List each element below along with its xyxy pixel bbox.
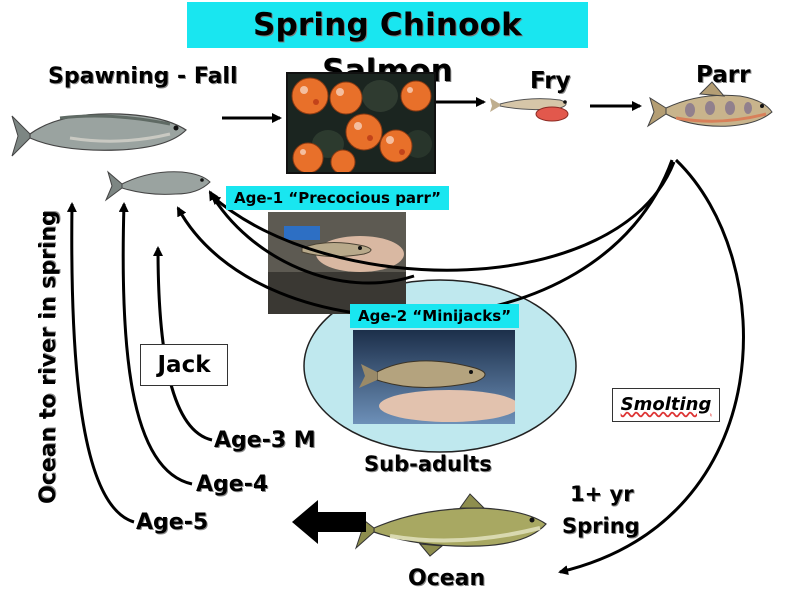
age1-precocious-parr-label: Age-1 “Precocious parr” [226,186,449,210]
arrow-age1-return [208,190,415,285]
spring-line1-label: 1+ yr [570,482,634,506]
minijacks-photo [353,330,515,424]
ocean-to-river-label: Ocean to river in spring [36,210,61,504]
arrow-age4-return [118,202,193,486]
fry-fish [490,98,569,122]
age2-minijacks-label: Age-2 “Minijacks” [350,304,520,328]
jack-label: Jack [140,344,228,386]
ocean-return-big-arrow [292,500,366,544]
arrow-parr-to-age1 [210,161,676,272]
age5-label: Age-5 [136,510,209,535]
ocean-smolt-fish [354,493,547,557]
title-background [187,2,588,48]
ocean-label: Ocean [408,566,486,591]
spawning-label: Spawning - Fall [48,64,238,89]
age3-label: Age-3 M [214,428,316,453]
arrow-parr-to-ocean [558,158,745,576]
arrow-age5-return [66,202,135,524]
age4-label: Age-4 [196,472,269,497]
parr-fish [646,81,773,128]
parr-label: Parr [696,62,751,88]
spring-line2-label: Spring [562,514,640,538]
smolting-label: Smolting [612,388,720,422]
subadults-label: Sub-adults [364,452,492,476]
eggs-photo [286,72,436,174]
jack-fish [104,170,211,202]
fry-label: Fry [530,68,571,94]
adult-spawner-fish [11,113,187,157]
